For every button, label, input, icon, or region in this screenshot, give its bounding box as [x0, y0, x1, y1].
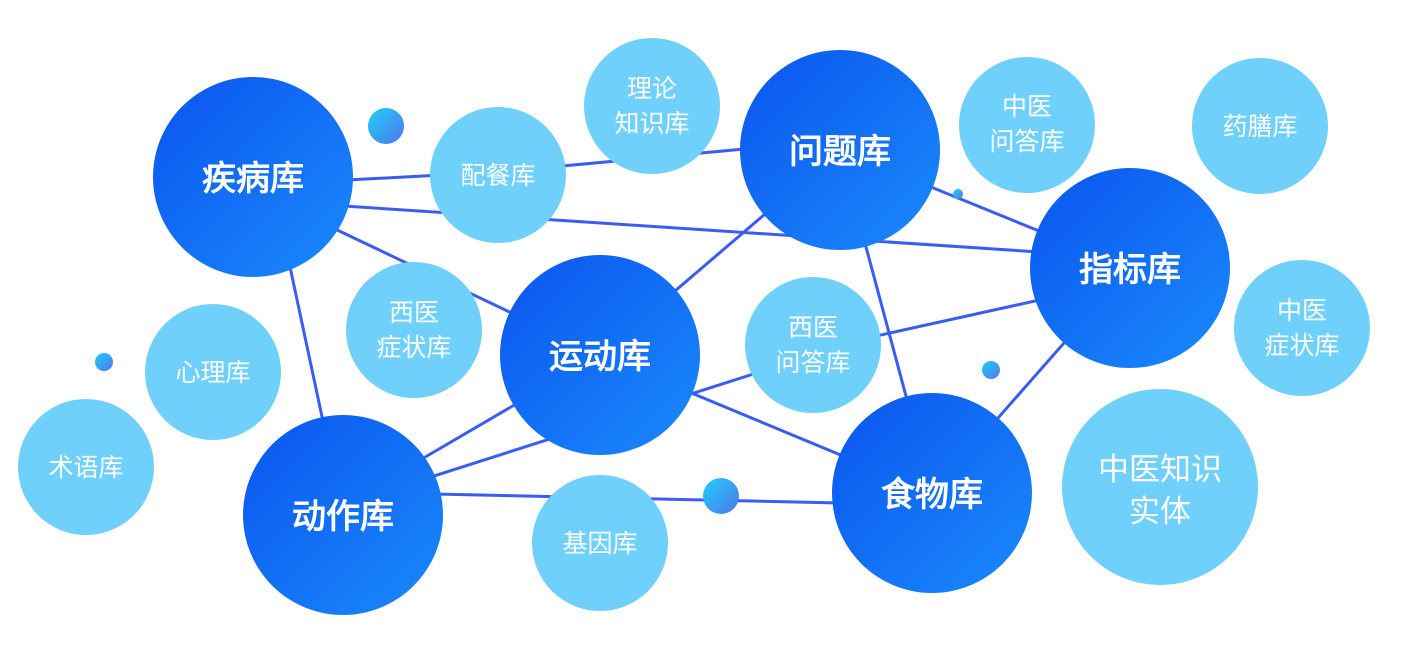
- node-psychology[interactable]: 心理库: [145, 304, 281, 440]
- node-label: 症状库: [376, 333, 451, 362]
- node-indicator[interactable]: 指标库: [1030, 168, 1230, 368]
- dot: [95, 353, 113, 371]
- node-wm-qa[interactable]: 西医 问答库: [745, 277, 881, 413]
- node-label: 药膳库: [1222, 112, 1297, 141]
- node-label: 食物库: [881, 475, 983, 515]
- node-tcm-qa[interactable]: 中医 问答库: [959, 57, 1095, 193]
- dot: [953, 189, 963, 199]
- node-label: 疾病库: [202, 159, 304, 199]
- node-theory[interactable]: 理论 知识库: [584, 38, 720, 174]
- node-food[interactable]: 食物库: [832, 393, 1032, 593]
- node-label: 实体: [1129, 494, 1191, 530]
- node-label: 问答库: [989, 127, 1064, 156]
- node-label: 配餐库: [460, 161, 535, 190]
- node-label: 西医: [389, 298, 439, 327]
- node-label: 指标库: [1079, 250, 1181, 290]
- node-label: 知识库: [614, 109, 689, 138]
- node-tcm-entity[interactable]: 中医知识 实体: [1062, 389, 1258, 585]
- edge-disease-indicator: [252, 198, 1131, 260]
- node-question[interactable]: 问题库: [740, 50, 940, 250]
- node-meal[interactable]: 配餐库: [430, 107, 566, 243]
- node-label: 症状库: [1264, 331, 1339, 360]
- node-gene[interactable]: 基因库: [532, 475, 668, 611]
- dot: [368, 108, 404, 144]
- node-label: 中医: [1277, 296, 1327, 325]
- dot: [982, 361, 1000, 379]
- node-action[interactable]: 动作库: [243, 415, 443, 615]
- node-label: 理论: [627, 74, 677, 103]
- node-exercise[interactable]: 运动库: [500, 255, 700, 455]
- decorative-dots: [95, 108, 1000, 514]
- node-wm-symptom[interactable]: 西医 症状库: [346, 262, 482, 398]
- node-label: 心理库: [175, 358, 250, 387]
- node-label: 中医知识: [1098, 452, 1222, 488]
- node-terminology[interactable]: 术语库: [18, 399, 154, 535]
- node-label: 西医: [788, 313, 838, 342]
- dot: [703, 478, 739, 514]
- node-medicated-diet[interactable]: 药膳库: [1192, 58, 1328, 194]
- node-label: 动作库: [292, 497, 394, 537]
- node-label: 问答库: [775, 348, 850, 377]
- node-label: 中医: [1002, 92, 1052, 121]
- node-label: 术语库: [48, 453, 123, 482]
- node-label: 问题库: [789, 132, 891, 172]
- node-label: 基因库: [562, 529, 637, 558]
- node-label: 运动库: [549, 337, 651, 377]
- node-tcm-symptom[interactable]: 中医 症状库: [1234, 260, 1370, 396]
- node-disease[interactable]: 疾病库: [153, 77, 353, 277]
